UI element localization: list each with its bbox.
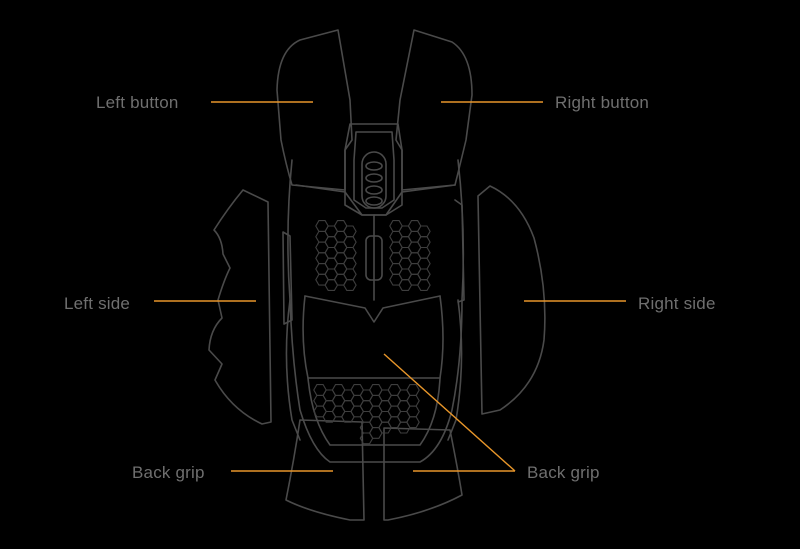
left-side-rail: [285, 299, 301, 441]
waist-band-outline: [302, 295, 444, 379]
hex-cell: [417, 236, 431, 249]
leader-back-grip-right-diagonal: [383, 353, 516, 472]
rear-shell: [307, 377, 441, 446]
label-right-button: Right button: [555, 93, 649, 112]
label-left-side: Left side: [64, 294, 130, 313]
mouse-outline: [208, 29, 546, 521]
labels: Left button Right button Left side Right…: [64, 93, 716, 482]
hex-cell: [417, 257, 431, 270]
shell-top-inner: [353, 131, 395, 209]
center-button: [365, 235, 383, 281]
hex-cell: [417, 225, 431, 238]
hex-cell: [343, 225, 357, 238]
hex-cell: [417, 279, 431, 291]
hex-cell: [343, 268, 357, 281]
hex-cell: [343, 236, 357, 249]
hex-texture-left: [315, 220, 357, 291]
label-left-button: Left button: [96, 93, 179, 112]
hex-cell: [417, 246, 431, 259]
hex-texture-back: [313, 384, 420, 445]
body-band-upper: [295, 184, 456, 216]
hex-cell: [343, 246, 357, 259]
label-back-grip-left: Back grip: [132, 463, 205, 482]
right-button-shape: [395, 29, 473, 191]
right-side-rail: [447, 299, 463, 441]
scroll-rib-4: [365, 196, 383, 206]
right-side-grip: [477, 185, 546, 415]
hex-cell: [417, 268, 431, 281]
scroll-rib-2: [365, 173, 383, 183]
back-grip-left-shape: [285, 419, 365, 521]
hex-cell: [406, 394, 420, 407]
hex-cell: [406, 405, 420, 418]
hex-cell: [406, 384, 420, 396]
waist-band-top: [304, 295, 441, 323]
leader-lines: [154, 101, 626, 472]
scroll-wheel: [361, 151, 387, 209]
label-right-side: Right side: [638, 294, 716, 313]
mouse-body: [287, 159, 465, 463]
hex-cell: [406, 416, 420, 429]
right-side-contour: [454, 199, 465, 303]
scroll-rib-3: [365, 185, 383, 195]
hex-cell: [343, 257, 357, 270]
left-button-shape: [276, 29, 353, 191]
scroll-rib-1: [365, 161, 383, 171]
back-grip-right-shape: [383, 427, 463, 521]
hex-texture-right: [389, 220, 431, 291]
hex-cell: [343, 279, 357, 291]
label-back-grip-right: Back grip: [527, 463, 600, 482]
left-side-grip: [208, 189, 272, 425]
left-side-contour: [282, 231, 293, 325]
